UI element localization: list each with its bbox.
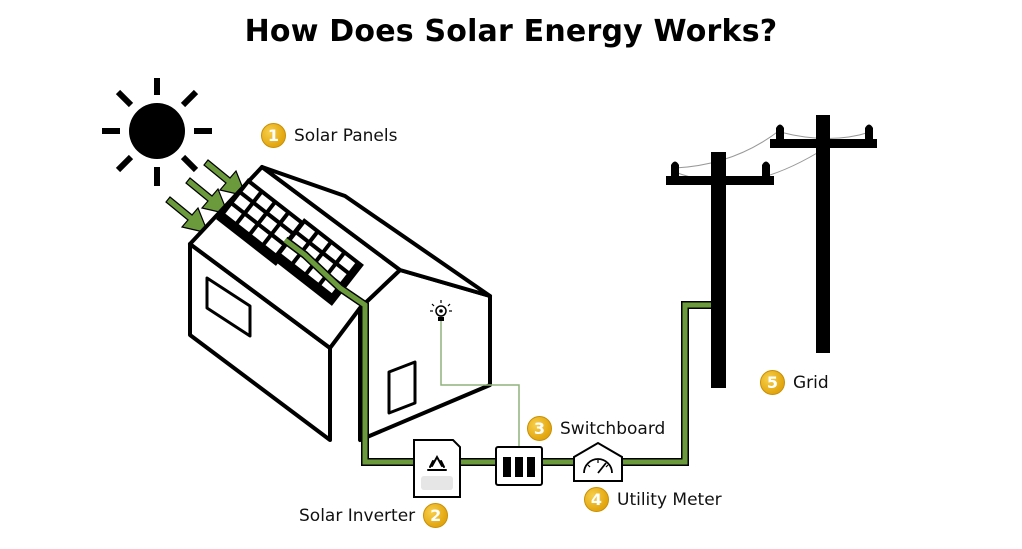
step-grid: 5 Grid (760, 370, 829, 395)
sunlight-arrows (165, 159, 247, 234)
step-label: Solar Inverter (299, 505, 416, 526)
step-number-badge: 5 (760, 370, 785, 395)
diagram-title: How Does Solar Energy Works? (244, 14, 778, 49)
step-number-badge: 2 (423, 503, 449, 528)
step-label: Utility Meter (617, 489, 722, 510)
arrow-icon (165, 196, 209, 234)
arrow-icon (203, 159, 247, 197)
step-label: Grid (793, 372, 829, 393)
lightbulb-icon (430, 300, 520, 447)
step-solar-inverter: Solar Inverter 2 (299, 503, 449, 528)
step-number-badge: 3 (527, 416, 552, 441)
switchboard-icon (495, 446, 543, 486)
sun-icon (102, 78, 212, 186)
step-number-badge: 4 (584, 487, 609, 512)
meter-icon (573, 441, 623, 482)
step-switchboard: 3 Switchboard (527, 416, 665, 441)
utility-poles (666, 115, 877, 388)
step-label: Solar Panels (294, 125, 398, 146)
inverter-icon (413, 439, 461, 498)
step-number-badge: 1 (261, 123, 286, 148)
step-label: Switchboard (560, 418, 666, 439)
step-solar-panels: 1 Solar Panels (261, 123, 397, 148)
arrow-icon (185, 177, 229, 215)
step-utility-meter: 4 Utility Meter (584, 487, 722, 512)
power-wire (282, 236, 712, 466)
